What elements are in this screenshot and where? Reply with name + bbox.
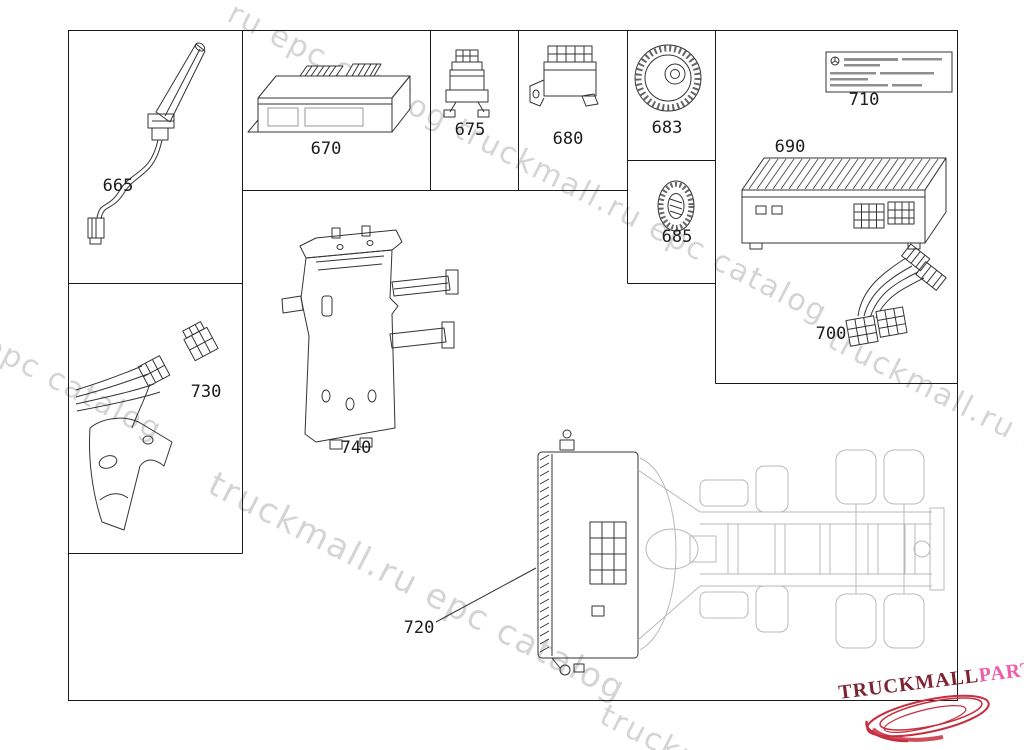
part-665-antenna xyxy=(87,42,206,245)
part-690-control-unit xyxy=(741,157,947,250)
part-720-panel xyxy=(537,429,639,676)
callout-730[interactable]: 730 xyxy=(191,382,222,402)
part-730-connectors xyxy=(75,321,219,531)
callout-683[interactable]: 683 xyxy=(652,118,683,138)
part-670-control-module xyxy=(247,63,411,133)
part-700-harness xyxy=(845,243,947,347)
callout-720[interactable]: 720 xyxy=(404,618,435,638)
callout-675[interactable]: 675 xyxy=(455,120,486,140)
callout-740[interactable]: 740 xyxy=(341,438,372,458)
callout-665[interactable]: 665 xyxy=(103,176,134,196)
callout-700[interactable]: 700 xyxy=(816,324,847,344)
leader-line-720 xyxy=(435,567,537,623)
truckmall-parts-logo: TRUCKMALLPARTS xyxy=(837,657,1024,748)
part-685-grommet xyxy=(657,180,695,232)
part-675-relay xyxy=(443,49,490,118)
callout-690[interactable]: 690 xyxy=(775,137,806,157)
callout-680[interactable]: 680 xyxy=(553,129,584,149)
panel-grid xyxy=(68,30,958,701)
part-683-motor xyxy=(634,44,702,112)
callout-710[interactable]: 710 xyxy=(849,90,880,110)
logo-swoosh-icon xyxy=(865,694,990,743)
part-680-relay xyxy=(529,45,599,107)
callout-685[interactable]: 685 xyxy=(662,227,693,247)
part-710-label-plate xyxy=(825,51,953,93)
part-740-bracket xyxy=(281,225,459,450)
plate-text-lines xyxy=(830,58,942,87)
chassis-reference-drawing xyxy=(637,449,945,651)
callout-670[interactable]: 670 xyxy=(311,139,342,159)
